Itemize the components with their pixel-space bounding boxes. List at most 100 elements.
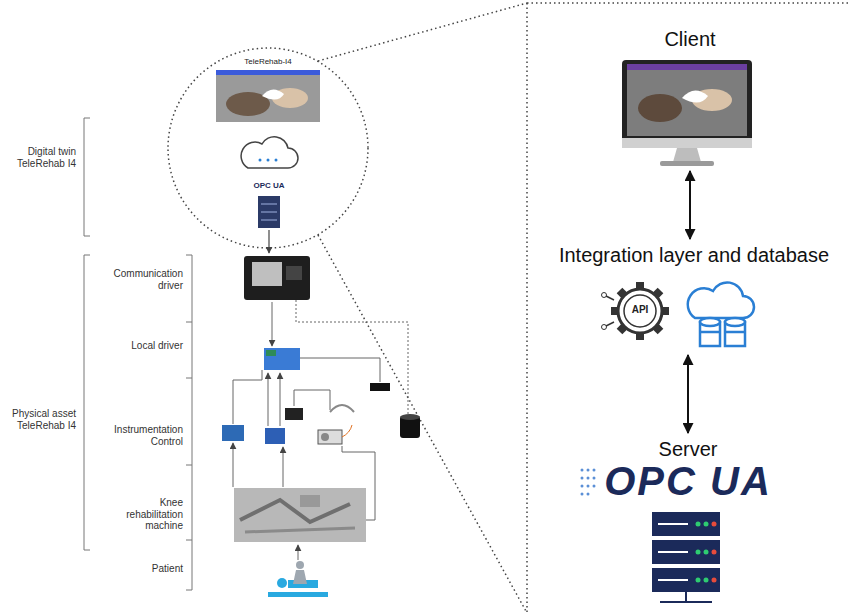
patient-icon: [277, 578, 287, 588]
logo-dots: [593, 469, 596, 472]
wire: [268, 373, 269, 426]
wire: [294, 390, 330, 410]
api-gear-icon: [618, 289, 662, 333]
layer-bracket: [186, 255, 192, 256]
monitor-icon: [622, 60, 752, 166]
monitor-icon: [627, 64, 747, 136]
cloud-icon: [275, 159, 278, 162]
layer-bracket: [84, 118, 90, 236]
local-driver-board: [264, 348, 300, 370]
logo-dots: [593, 485, 596, 488]
server-tower: [261, 220, 277, 221]
logo-dots: [593, 477, 596, 480]
cloud-database-icon: [688, 282, 754, 346]
layer-bracket: [186, 322, 192, 323]
buzzer: [400, 414, 420, 438]
server-stack-icon: [652, 540, 720, 564]
local-driver-board: [264, 348, 300, 370]
layer-label: Local driver: [103, 340, 183, 352]
api-gear-icon: [602, 293, 607, 298]
esp32-board: [244, 256, 310, 300]
server-stack-icon: [658, 579, 688, 581]
data-arrow: [268, 230, 269, 253]
api-gear-icon: [602, 325, 607, 330]
servo-motor: [342, 425, 352, 437]
layer-bracket: [186, 465, 192, 466]
node-heading: Server: [659, 436, 718, 461]
monitor-icon: [627, 64, 747, 70]
zoom-frame: [168, 3, 851, 613]
sensor-module: [285, 408, 303, 420]
wire: [272, 302, 273, 346]
sensor-board: [265, 428, 285, 444]
cloud-icon: [241, 137, 298, 168]
logo-dots: [581, 469, 596, 496]
server-stack-icon: [652, 512, 720, 602]
logo-text: OPC UA: [578, 461, 798, 501]
server-stack-icon: [652, 512, 720, 536]
zoom-frame: [318, 3, 527, 61]
patient-icon: [296, 561, 304, 569]
zoom-frame: [526, 3, 528, 613]
wire: [283, 447, 284, 487]
logo-text: OPC UA: [243, 181, 295, 190]
cloud-database-icon: [688, 282, 754, 318]
buzzer: [400, 414, 420, 420]
server-stack-icon: [685, 592, 687, 602]
wire: [296, 300, 408, 414]
layer-bracket: [84, 118, 192, 590]
icon-label: API: [625, 304, 655, 316]
server-stack-icon: [652, 568, 720, 592]
layer-bracket: [84, 255, 90, 550]
logo-dots: [581, 493, 584, 496]
cloud-icon: [267, 159, 270, 162]
knee-machine-photo: [240, 500, 350, 522]
zoom-frame: [527, 2, 851, 4]
local-driver-board: [266, 350, 276, 356]
wire: [300, 358, 380, 382]
server-stack-icon: [658, 551, 688, 553]
double-arrow: [687, 355, 689, 433]
layer-label: Patient: [103, 563, 183, 575]
esp32-board: [244, 256, 310, 300]
servo-motor: [321, 433, 329, 441]
wire: [280, 373, 281, 426]
api-gear-icon: [606, 296, 614, 300]
server-stack-icon: [658, 523, 688, 525]
knee-machine-photo: [300, 495, 320, 507]
monitor-icon: [622, 138, 752, 148]
cloud-icon: [241, 137, 298, 168]
logo-dots: [587, 477, 590, 480]
layer-bracket: [186, 378, 192, 379]
cloud-icon: [259, 159, 262, 162]
server-stack-icon: [696, 550, 701, 555]
screen-title: TeleRehab-I4: [228, 57, 308, 66]
layer-label: Instrumentation Control: [103, 424, 183, 447]
zoom-frame: [318, 235, 527, 613]
knee-machine-photo: [234, 488, 366, 542]
logo-dots: [581, 469, 584, 472]
server-stack-icon: [696, 522, 701, 527]
logo-dots: [581, 485, 584, 488]
relay-board: [222, 425, 244, 441]
layer-label: Knee rehabilitation machine: [103, 497, 183, 532]
switch: [370, 383, 390, 391]
logo-dots: [587, 469, 590, 472]
wire: [233, 300, 408, 560]
monitor-icon: [622, 60, 752, 148]
node-heading: Integration layer and database: [559, 242, 829, 267]
wire: [233, 370, 262, 424]
knee-machine-photo: [234, 488, 366, 542]
esp32-board: [252, 262, 282, 286]
server-stack-icon: [696, 578, 701, 583]
server-stack-icon: [712, 550, 717, 555]
servo-motor: [318, 430, 342, 444]
zoom-frame: [168, 48, 368, 248]
monitor-icon: [660, 161, 714, 166]
patient-icon: [293, 570, 307, 584]
double-arrow: [689, 171, 691, 239]
server-tower: [258, 196, 280, 228]
